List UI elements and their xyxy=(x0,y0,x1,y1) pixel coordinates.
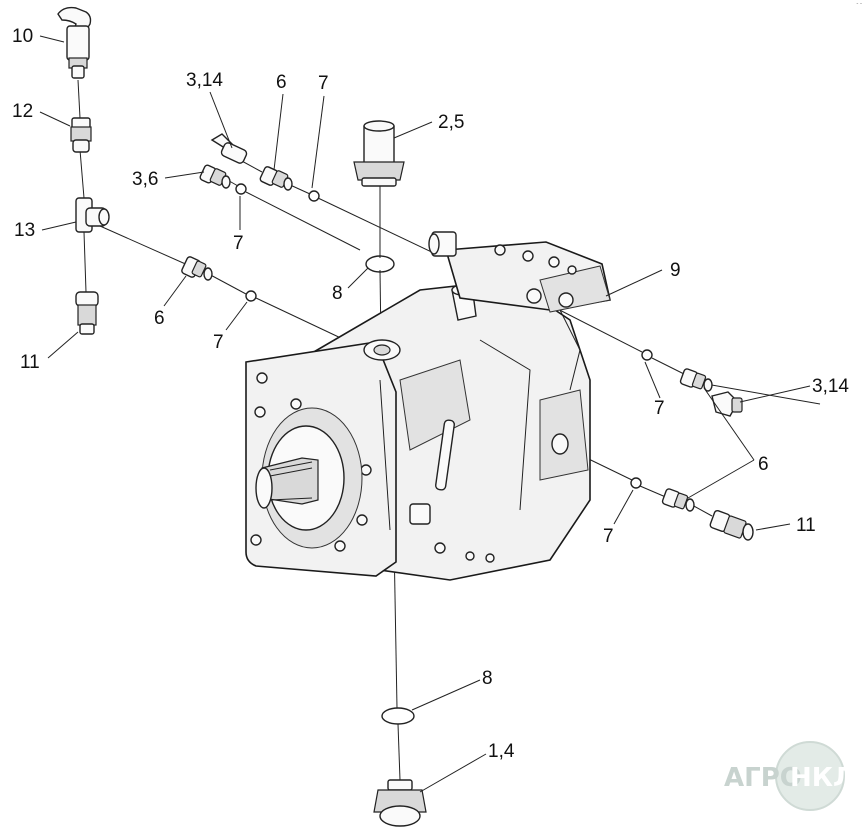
callout-2-5: 2,5 xyxy=(438,112,464,133)
callout-11-right: 11 xyxy=(796,515,816,536)
watermark-logo: АГРО НКЛ xyxy=(724,741,855,811)
callout-6-left: 6 xyxy=(154,308,165,329)
part-9-control-valve xyxy=(428,231,611,391)
part-3-14-elbow-right xyxy=(711,391,743,417)
part-6-union-top xyxy=(259,166,293,191)
callout-7-top: 7 xyxy=(318,73,329,94)
callout-7-upper-left: 7 xyxy=(233,233,244,254)
callout-10: 10 xyxy=(12,26,33,47)
callout-8-bottom: 8 xyxy=(482,668,493,689)
part-7-washer-right-lower xyxy=(630,477,642,489)
part-11-fitting-right xyxy=(709,509,754,541)
svg-text:НКЛ: НКЛ xyxy=(790,763,855,793)
callout-11-left: 11 xyxy=(20,352,40,373)
callout-8-top: 8 xyxy=(332,283,343,304)
part-7-washer-upper-left xyxy=(235,183,247,195)
part-6-union-right-upper xyxy=(679,368,713,392)
callout-6-right: 6 xyxy=(758,454,769,475)
callout-9: 9 xyxy=(670,260,681,281)
part-13-tee xyxy=(75,197,110,233)
part-7-washer-right-upper xyxy=(641,349,653,361)
callout-13: 13 xyxy=(14,220,35,241)
leader-lines xyxy=(39,35,811,793)
callout-3-14-right: 3,14 xyxy=(812,376,849,397)
callout-1-4: 1,4 xyxy=(488,741,515,762)
part-6-union-left xyxy=(181,256,213,281)
part-3-14-elbow-top xyxy=(210,133,248,164)
callout-7-left: 7 xyxy=(213,332,224,353)
callout-7-right-upper: 7 xyxy=(654,398,665,419)
part-7-washer-top xyxy=(308,190,320,202)
part-1-4-plug-bottom xyxy=(373,779,427,827)
part-8-oring-top xyxy=(365,255,395,273)
svg-text:АГРО: АГРО xyxy=(724,763,802,793)
part-2-5-plug-top xyxy=(353,120,405,187)
part-3-6-union xyxy=(199,164,231,189)
part-8-oring-bottom xyxy=(381,707,415,725)
part-12-adapter xyxy=(70,117,92,153)
part-10-elbow-sensor xyxy=(57,6,92,79)
pump-body xyxy=(245,279,591,581)
part-11-fitting-left xyxy=(75,291,99,335)
callout-12: 12 xyxy=(12,101,33,122)
corner-note: - - xyxy=(856,1,862,7)
part-7-washer-left xyxy=(245,290,257,302)
callout-3-14-top: 3,14 xyxy=(186,70,223,91)
callout-3-6: 3,6 xyxy=(132,169,158,190)
callout-6-top: 6 xyxy=(276,72,287,93)
part-6-union-right-lower xyxy=(661,488,695,512)
callout-7-right-lower: 7 xyxy=(603,526,614,547)
callout-labels: 10 12 13 11 3,14 6 7 3,6 7 2,5 8 6 7 9 7… xyxy=(12,26,849,762)
